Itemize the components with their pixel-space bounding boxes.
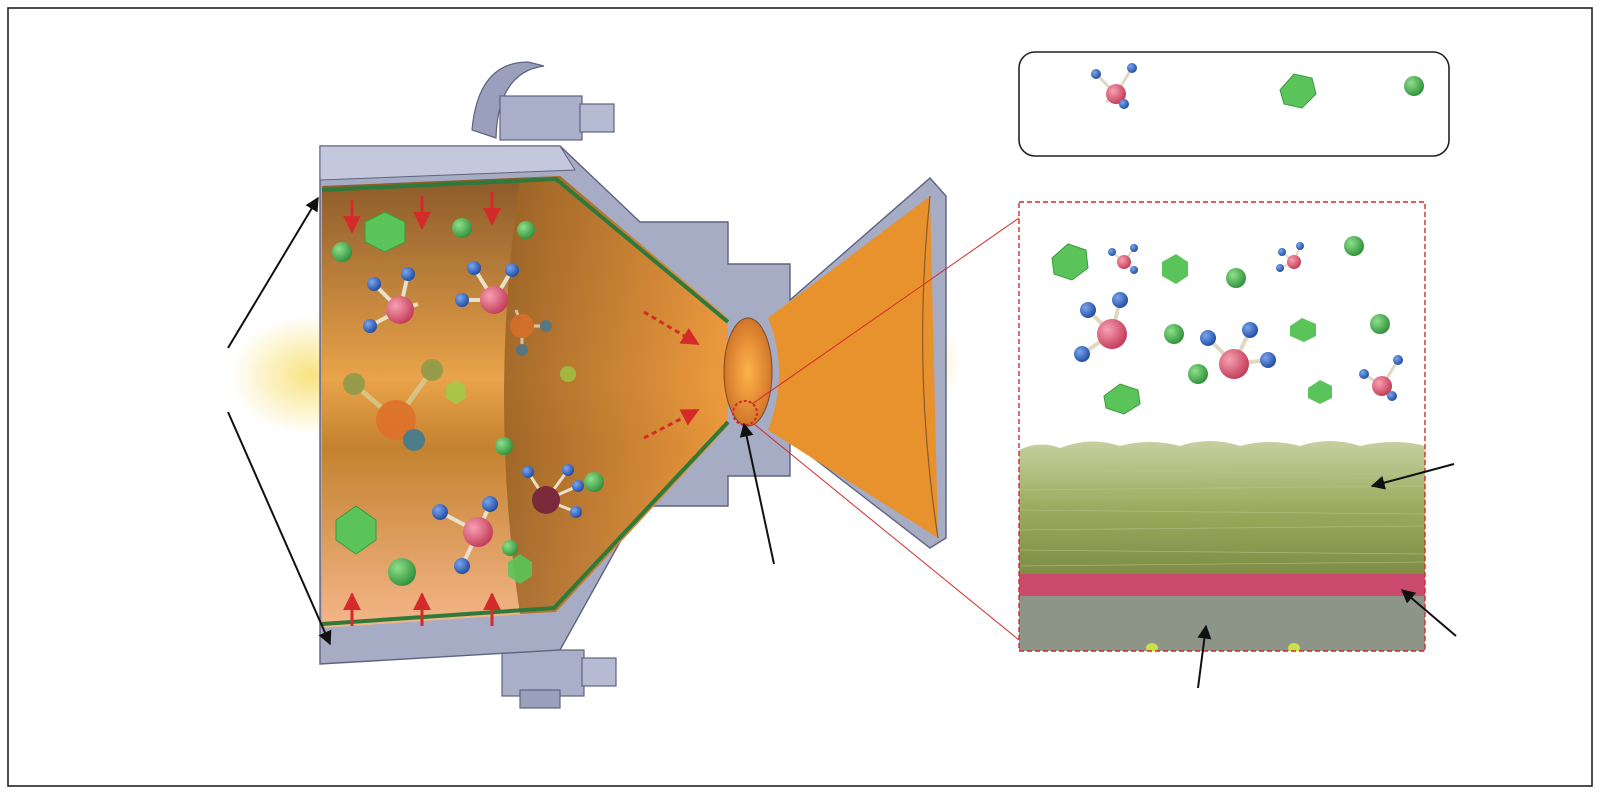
hexagon-particle-icon bbox=[1290, 318, 1316, 342]
sphere-particle-icon bbox=[332, 242, 352, 262]
fiber-layer bbox=[1019, 441, 1425, 576]
nozzle-throat bbox=[723, 317, 773, 427]
leader-arrow-liner-top bbox=[227, 196, 319, 349]
flow-arrow-upper bbox=[643, 310, 700, 346]
zoom-line-lower bbox=[753, 423, 1020, 641]
molecule-icon bbox=[1359, 355, 1403, 401]
molecule-icon bbox=[363, 267, 419, 333]
top-bolt-head bbox=[579, 103, 615, 133]
figure-border bbox=[7, 7, 1593, 787]
hexagon-particle-icon bbox=[1162, 254, 1188, 284]
molecule-icon bbox=[1074, 292, 1128, 362]
sphere-particle-icon bbox=[495, 437, 513, 455]
bottom-bolt-block bbox=[501, 649, 585, 697]
molecule-icon bbox=[1200, 322, 1276, 379]
hexagon-particle-icon bbox=[364, 211, 406, 253]
shell-top-face bbox=[319, 145, 576, 181]
sphere-particle-icon bbox=[1164, 324, 1184, 344]
chamber-particles bbox=[332, 211, 604, 586]
leader-arrow-throat bbox=[739, 422, 775, 565]
molecule-icon bbox=[1108, 244, 1138, 274]
sphere-particle-icon bbox=[584, 472, 604, 492]
leader-arrow-substrate bbox=[1197, 624, 1212, 689]
molecule-icon bbox=[510, 309, 552, 356]
combustor-nozzle bbox=[319, 61, 947, 709]
molecule-icon bbox=[455, 261, 519, 314]
inset-leader-arrows bbox=[1197, 463, 1457, 689]
legend-hexagon-icon bbox=[1279, 73, 1317, 109]
hexagon-particle-icon bbox=[1308, 380, 1332, 404]
sphere-particle-icon bbox=[1188, 364, 1208, 384]
bottom-flange-lug bbox=[519, 689, 561, 709]
sphere-particle-icon bbox=[517, 221, 535, 239]
zoom-inset bbox=[1018, 201, 1426, 652]
legend-frame bbox=[1018, 51, 1450, 157]
fiber-texture bbox=[1019, 469, 1425, 567]
red-flow-arrows bbox=[643, 310, 700, 440]
molecule-icon bbox=[522, 464, 584, 518]
zoom-line-upper bbox=[751, 217, 1020, 405]
sphere-particle-icon bbox=[1370, 314, 1390, 334]
top-bolt-block bbox=[499, 95, 583, 141]
molecule-icon bbox=[432, 496, 498, 574]
chamber-molecules bbox=[343, 261, 584, 574]
sphere-particle-icon bbox=[452, 218, 472, 238]
hexagon-particle-icon bbox=[446, 380, 466, 404]
flow-arrow-lower bbox=[643, 408, 700, 440]
molecule-icon bbox=[343, 359, 443, 451]
molecule-icon bbox=[1276, 242, 1304, 272]
hexagon-particle-icon bbox=[335, 505, 377, 555]
sphere-particle-icon bbox=[388, 558, 416, 586]
red-flux-arrows bbox=[343, 192, 501, 626]
sphere-particle-icon bbox=[560, 366, 576, 382]
legend-molecule-icon bbox=[1091, 63, 1137, 109]
substrate-layer bbox=[1019, 596, 1425, 651]
hexagon-particle-icon bbox=[1103, 383, 1141, 415]
substrate-deposit bbox=[1288, 643, 1300, 651]
throat-callout-circle bbox=[732, 400, 758, 426]
legend-sphere-icon bbox=[1404, 76, 1424, 96]
leader-arrow-liner-bottom bbox=[227, 411, 332, 646]
inset-frame bbox=[1018, 201, 1426, 652]
liner-coating-top bbox=[321, 176, 730, 324]
substrate-deposit bbox=[1146, 643, 1158, 651]
hexagon-particle-icon bbox=[508, 554, 532, 584]
diverging-section bbox=[768, 196, 938, 538]
bottom-bolt-head bbox=[581, 657, 617, 687]
sphere-particle-icon bbox=[1344, 236, 1364, 256]
leader-arrow-interlayer bbox=[1400, 589, 1457, 637]
sphere-particle-icon bbox=[502, 540, 518, 556]
leader-arrows bbox=[227, 196, 775, 646]
legend-box bbox=[1018, 51, 1450, 157]
interlayer bbox=[1019, 574, 1425, 596]
leader-arrow-fiber-layer bbox=[1370, 463, 1455, 490]
sphere-particle-icon bbox=[1226, 268, 1246, 288]
liner-coating-bottom bbox=[321, 420, 730, 626]
hexagon-particle-icon bbox=[1051, 243, 1089, 281]
